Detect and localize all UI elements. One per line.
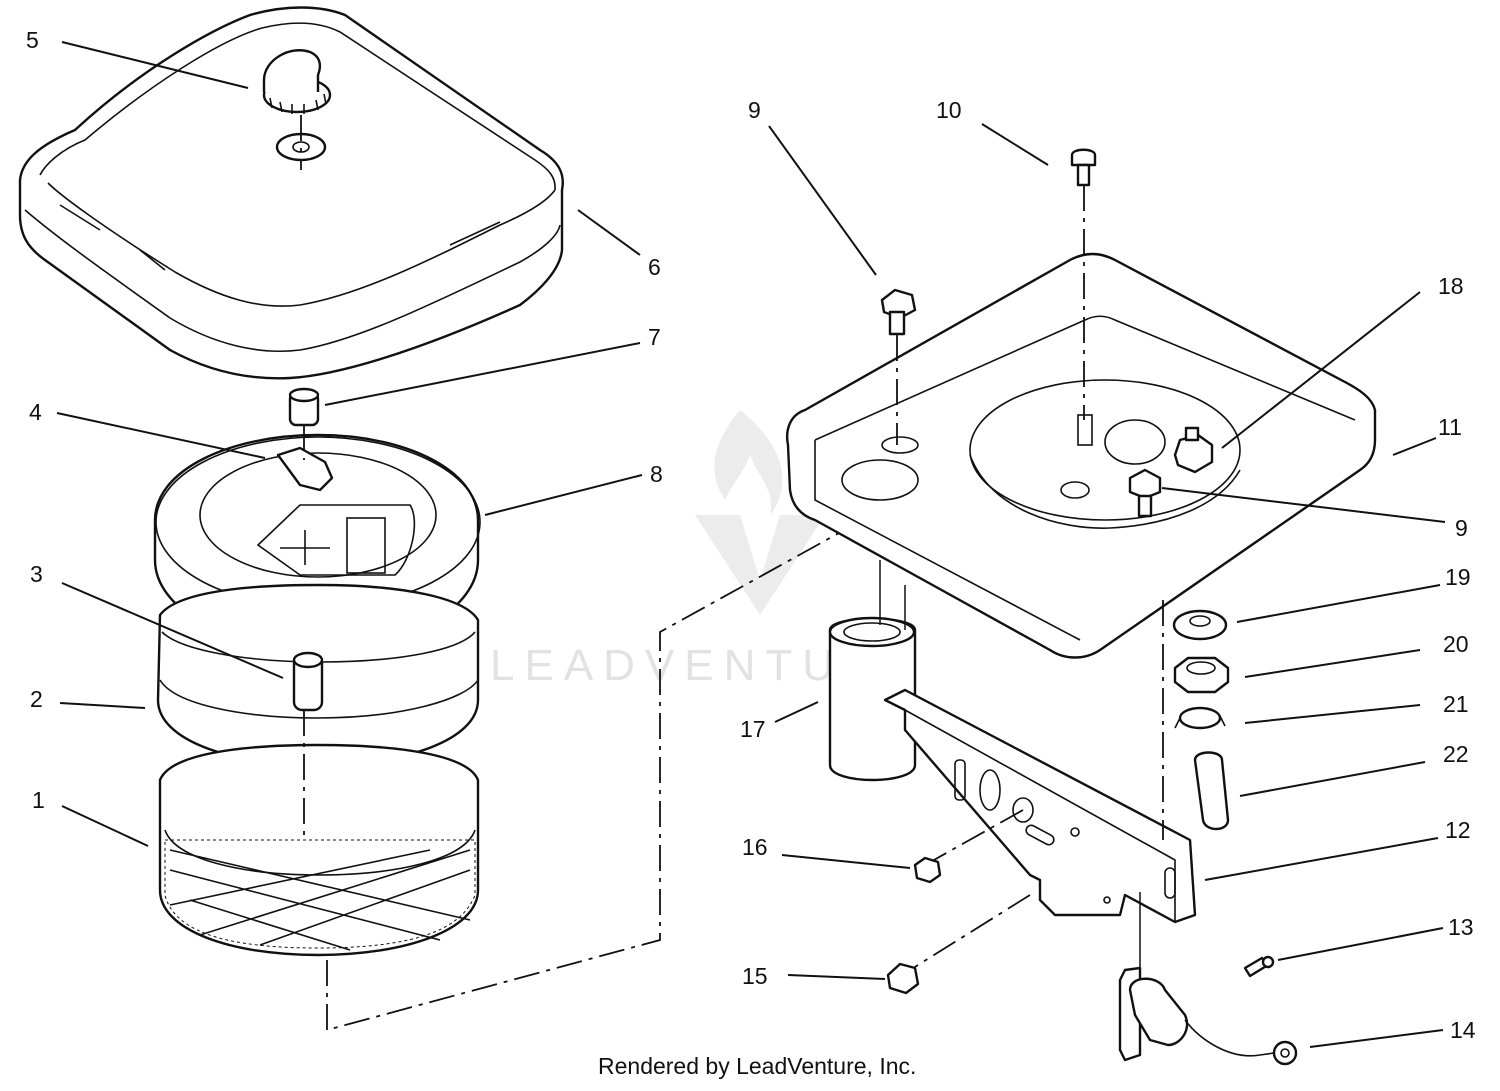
part-7-spacer	[288, 387, 320, 427]
watermark-flame-icon	[714, 410, 783, 515]
part-14-terminal	[1118, 966, 1298, 1066]
part-6-cover	[18, 6, 564, 380]
part-19-washer	[1172, 609, 1228, 641]
callout-18: 18	[1438, 273, 1464, 299]
part-20-nut	[1173, 656, 1230, 694]
part-3-spacer	[292, 651, 324, 712]
part-10-screw	[1070, 148, 1097, 446]
callout-4: 4	[29, 399, 42, 425]
part-18-fitting	[1173, 426, 1214, 474]
callout-21: 21	[1443, 691, 1469, 717]
part-21-clamp	[1174, 706, 1226, 730]
part-15-nut	[886, 962, 920, 995]
callout-6: 6	[648, 254, 661, 280]
part-9-bolt-left	[880, 288, 917, 445]
callout-14: 14	[1450, 1017, 1476, 1043]
part-22-hose	[1193, 751, 1230, 831]
callout-2: 2	[30, 686, 43, 712]
part-1-filter-element	[158, 743, 480, 957]
callout-20: 20	[1443, 631, 1469, 657]
callout-1: 1	[32, 787, 45, 813]
callout-labels: 5 6 7 4 8 3 2 1 9 10 18 11 9 19 20 21 22…	[26, 27, 1476, 1043]
callout-17: 17	[740, 716, 766, 742]
part-5-knob	[262, 49, 332, 170]
part-12-bracket	[883, 688, 1197, 924]
callout-9-top: 9	[748, 97, 761, 123]
part-16-nut	[913, 856, 942, 884]
callout-8: 8	[650, 461, 663, 487]
part-11-base	[786, 252, 1377, 659]
leader-lines	[56, 41, 1446, 1048]
part-17-tube	[828, 560, 917, 782]
callout-19: 19	[1445, 564, 1471, 590]
callout-3: 3	[30, 561, 43, 587]
callout-16: 16	[742, 834, 768, 860]
part-13-screw	[1243, 955, 1275, 978]
footer-credit: Rendered by LeadVenture, Inc.	[598, 1053, 916, 1079]
callout-9-right: 9	[1455, 515, 1468, 541]
watermark-v-icon	[695, 515, 825, 615]
callout-5: 5	[26, 27, 39, 53]
callout-22: 22	[1443, 741, 1469, 767]
callout-10: 10	[936, 97, 962, 123]
callout-15: 15	[742, 963, 768, 989]
callout-11: 11	[1438, 414, 1462, 440]
callout-7: 7	[648, 324, 661, 350]
callout-12: 12	[1445, 817, 1471, 843]
part-9-bolt-right	[1128, 468, 1162, 518]
callout-13: 13	[1448, 914, 1474, 940]
